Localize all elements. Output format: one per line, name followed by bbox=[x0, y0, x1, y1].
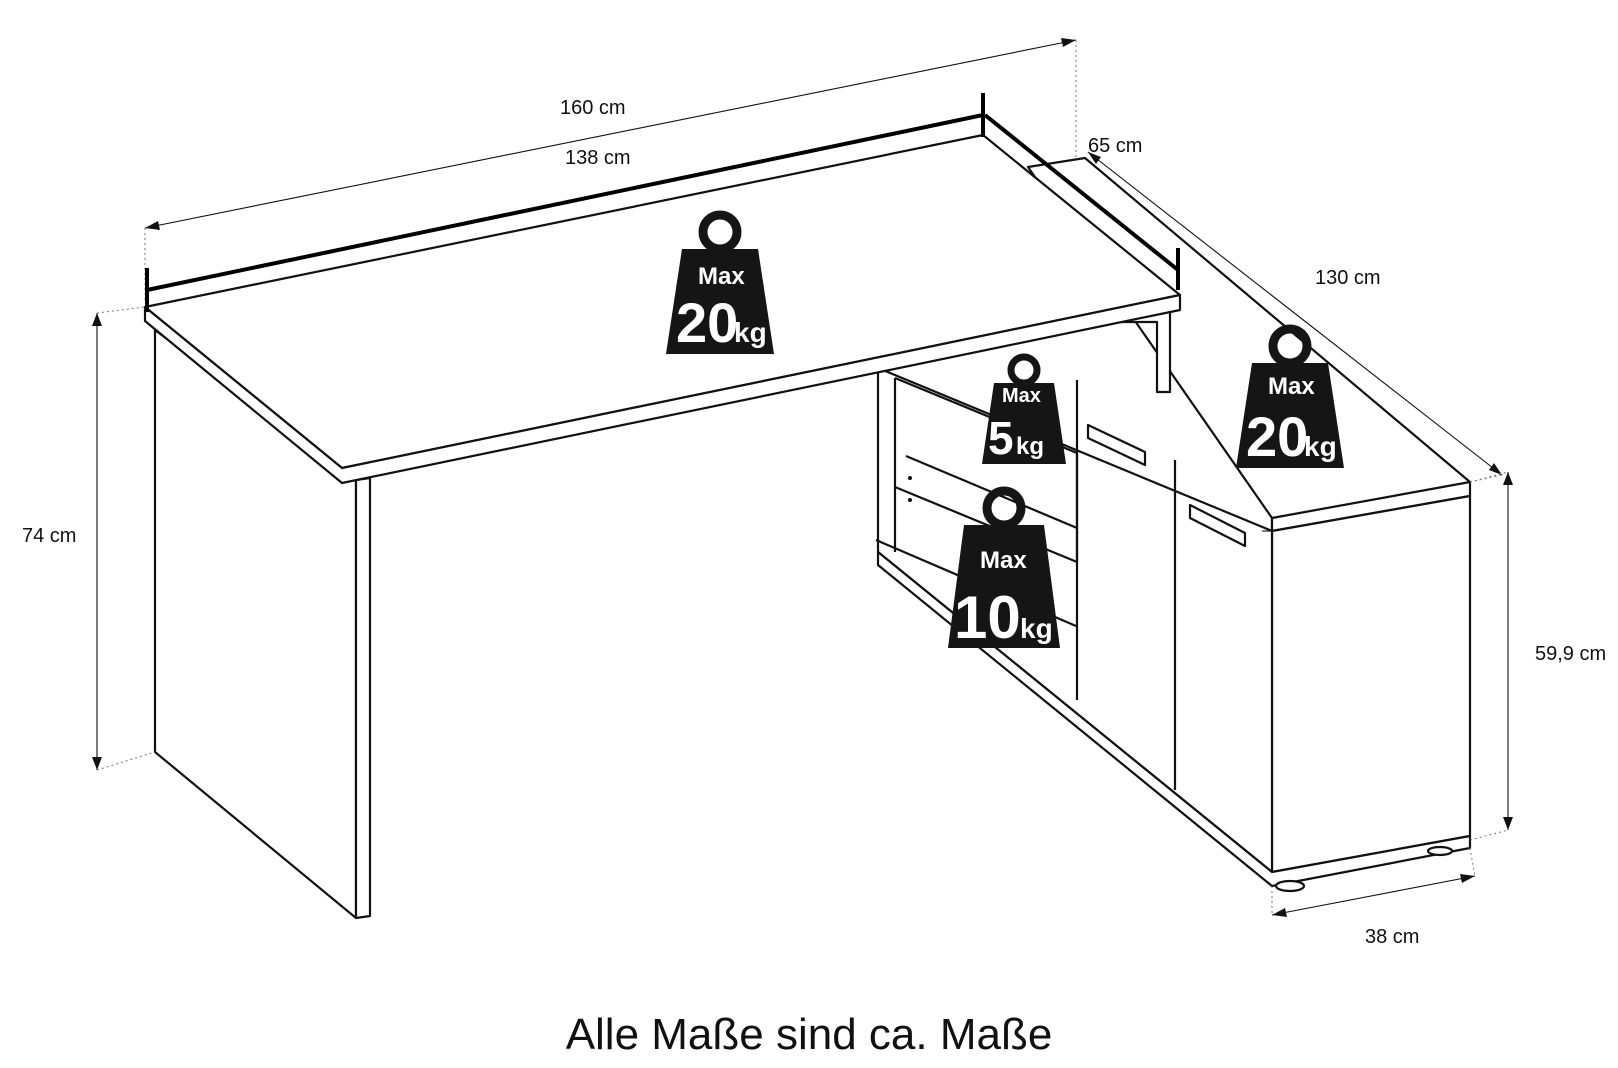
cabinet-foot bbox=[1274, 879, 1306, 893]
svg-text:kg: kg bbox=[734, 317, 767, 348]
cabinet-foot bbox=[1426, 845, 1454, 857]
weight-icon-shelf-top: Max 5 kg bbox=[982, 353, 1066, 464]
svg-text:Max: Max bbox=[698, 263, 745, 290]
weight-icon-cabinet-top: Max 20 kg bbox=[1236, 324, 1344, 468]
label-cabinet-depth: 38 cm bbox=[1365, 926, 1419, 948]
svg-text:kg: kg bbox=[1016, 433, 1044, 460]
desktop-edge bbox=[143, 293, 1182, 485]
svg-text:kg: kg bbox=[1020, 613, 1053, 644]
label-total-width: 160 cm bbox=[560, 97, 626, 119]
svg-text:20: 20 bbox=[676, 291, 738, 354]
label-height: 74 cm bbox=[22, 525, 76, 547]
cabinet-end-panel bbox=[1270, 494, 1472, 874]
svg-text:kg: kg bbox=[1304, 431, 1337, 462]
desk-leg-edge bbox=[354, 476, 372, 920]
svg-text:Max: Max bbox=[1268, 373, 1315, 400]
label-depth: 65 cm bbox=[1088, 135, 1142, 157]
door-handle-right bbox=[1188, 503, 1247, 548]
weight-icon-desktop: Max 20 kg bbox=[666, 210, 774, 354]
svg-text:Max: Max bbox=[1002, 385, 1041, 407]
door-handle-left bbox=[1086, 423, 1147, 467]
desk bbox=[143, 133, 1182, 920]
label-desk-width: 138 cm bbox=[565, 147, 631, 169]
label-cabinet-height: 59,9 cm bbox=[1535, 643, 1606, 665]
svg-text:20: 20 bbox=[1246, 405, 1308, 468]
svg-text:5: 5 bbox=[988, 412, 1014, 464]
weight-icon-shelf-bottom: Max 10 kg bbox=[948, 486, 1060, 651]
svg-text:Max: Max bbox=[980, 547, 1027, 574]
svg-text:10: 10 bbox=[954, 584, 1021, 651]
footer-note: Alle Maße sind ca. Maße bbox=[565, 1010, 1053, 1059]
label-return-length: 130 cm bbox=[1315, 267, 1381, 289]
dimension-lines bbox=[92, 38, 1513, 917]
